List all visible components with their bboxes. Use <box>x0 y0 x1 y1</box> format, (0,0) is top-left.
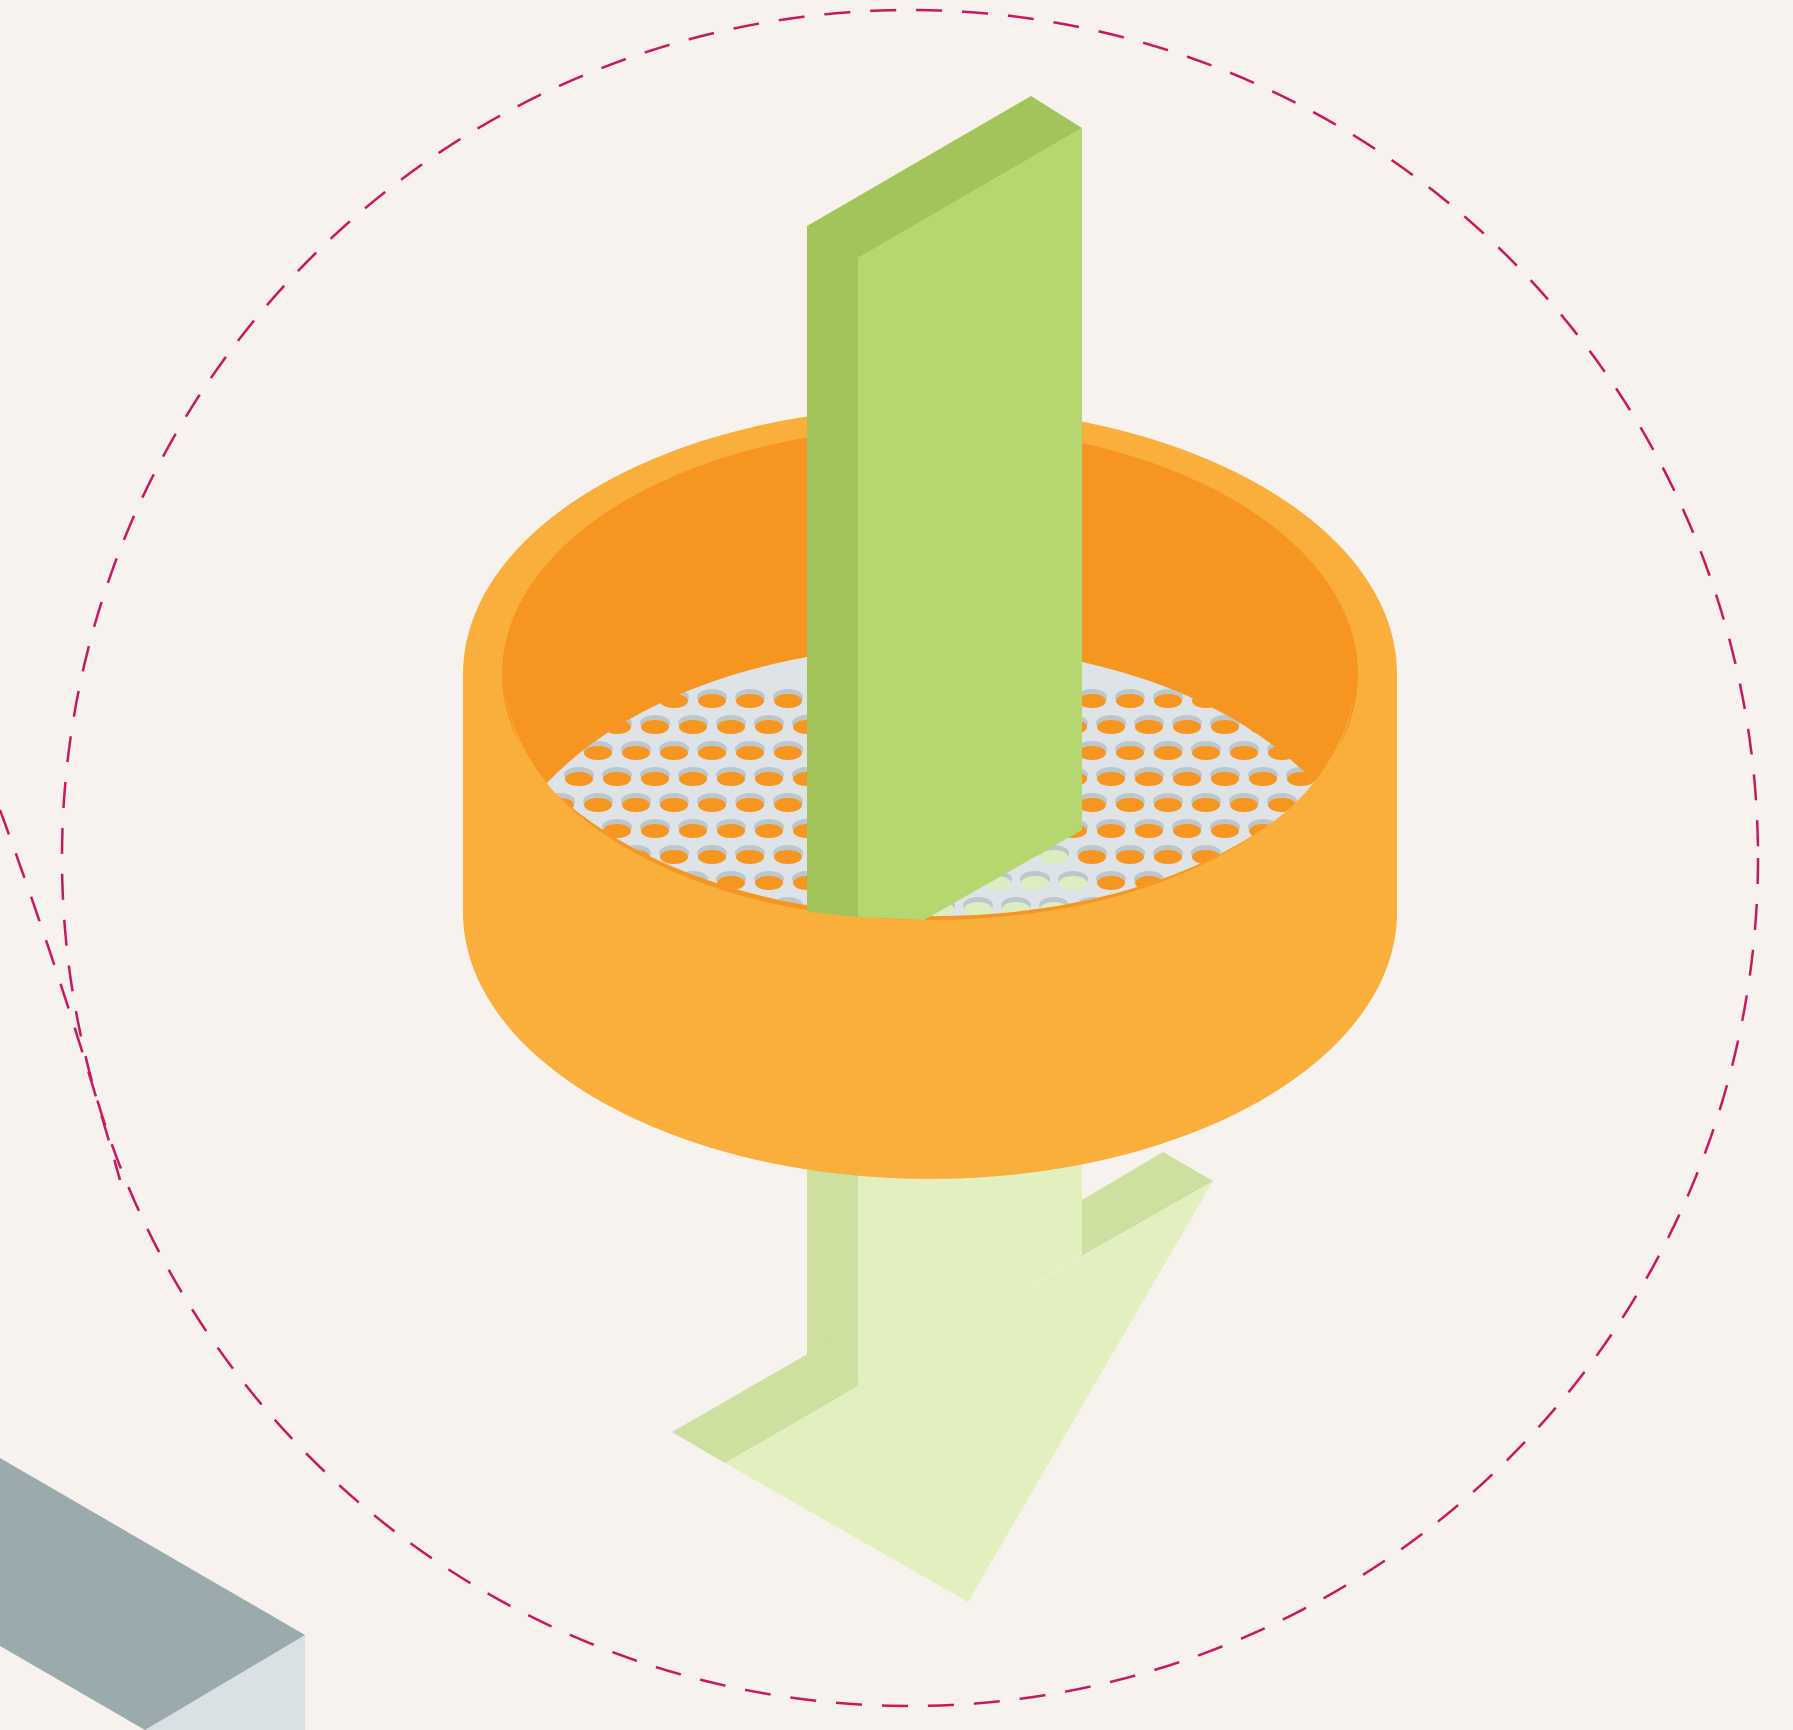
mesh-hole <box>736 850 764 864</box>
mesh-hole <box>774 850 802 864</box>
mesh-hole <box>565 772 593 786</box>
mesh-hole <box>755 824 783 838</box>
mesh-hole <box>1116 850 1144 864</box>
mesh-hole <box>1154 746 1182 760</box>
mesh-hole <box>736 694 764 708</box>
mesh-hole <box>755 876 783 890</box>
mesh-hole <box>1192 798 1220 812</box>
mesh-hole <box>1211 720 1239 734</box>
mesh-hole <box>1135 720 1163 734</box>
mesh-hole <box>1097 876 1125 890</box>
mesh-hole <box>717 772 745 786</box>
mesh-hole <box>698 850 726 864</box>
mesh-hole <box>1173 824 1201 838</box>
mesh-hole <box>717 824 745 838</box>
mesh-hole <box>1097 824 1125 838</box>
mesh-hole <box>1078 798 1106 812</box>
mesh-hole <box>1097 720 1125 734</box>
mesh-hole <box>1116 746 1144 760</box>
mesh-hole <box>1154 694 1182 708</box>
mesh-hole <box>736 746 764 760</box>
mesh-hole <box>679 720 707 734</box>
mesh-hole <box>1211 772 1239 786</box>
mesh-hole <box>1059 876 1087 890</box>
mesh-hole <box>584 746 612 760</box>
dashed-arc-icon <box>0 810 120 1180</box>
mesh-hole <box>641 772 669 786</box>
mesh-hole <box>736 798 764 812</box>
mesh-hole <box>698 694 726 708</box>
mesh-hole <box>1021 876 1049 890</box>
mesh-hole <box>1230 798 1258 812</box>
mesh-hole <box>1154 850 1182 864</box>
mesh-hole <box>964 902 992 916</box>
mesh-hole <box>1173 720 1201 734</box>
mesh-hole <box>1116 798 1144 812</box>
mesh-hole <box>1154 798 1182 812</box>
mesh-hole <box>774 694 802 708</box>
mesh-hole <box>1078 746 1106 760</box>
down-arrow-icon <box>807 96 1082 920</box>
mesh-hole <box>1040 850 1068 864</box>
mesh-hole <box>584 798 612 812</box>
mesh-hole <box>774 798 802 812</box>
mesh-hole <box>679 772 707 786</box>
mesh-hole <box>641 824 669 838</box>
mesh-hole <box>622 746 650 760</box>
mesh-hole <box>1078 850 1106 864</box>
mesh-hole <box>1097 772 1125 786</box>
mesh-hole <box>622 798 650 812</box>
mesh-hole <box>755 772 783 786</box>
mesh-hole <box>1135 824 1163 838</box>
mesh-hole <box>774 746 802 760</box>
mesh-hole <box>698 746 726 760</box>
mesh-hole <box>1211 824 1239 838</box>
mesh-hole <box>660 798 688 812</box>
mesh-hole <box>1135 772 1163 786</box>
mesh-hole <box>660 746 688 760</box>
mesh-hole <box>1078 694 1106 708</box>
mesh-hole <box>1249 772 1277 786</box>
corner-block-icon <box>0 1458 305 1730</box>
mesh-hole <box>717 720 745 734</box>
mesh-hole <box>603 772 631 786</box>
mesh-hole <box>641 720 669 734</box>
mesh-hole <box>755 720 783 734</box>
mesh-hole <box>1173 772 1201 786</box>
mesh-hole <box>1116 694 1144 708</box>
mesh-hole <box>1230 746 1258 760</box>
mesh-hole <box>1192 746 1220 760</box>
mesh-hole <box>698 798 726 812</box>
mesh-hole <box>660 850 688 864</box>
mesh-hole <box>679 824 707 838</box>
